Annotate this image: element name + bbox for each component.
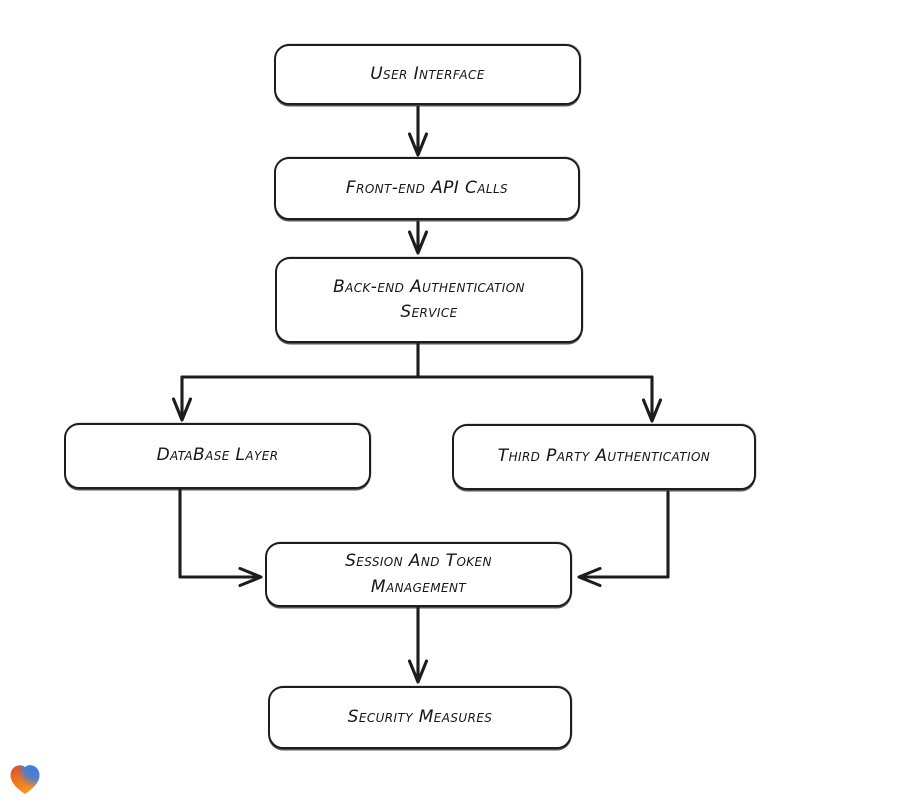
- node-back-end-authentication-service-label: Back-end Authentication Service: [333, 276, 525, 323]
- heart-icon: [10, 765, 40, 794]
- node-database-layer-label: DataBase Layer: [156, 445, 279, 466]
- edge-front-end-api-calls-to-back-end-authentication: [407, 220, 429, 255]
- node-database-layer[interactable]: DataBase Layer: [64, 423, 371, 489]
- edge-user-interface-to-front-end-api-calls: [407, 105, 429, 157]
- node-front-end-api-calls[interactable]: Front-end API Calls: [274, 157, 580, 220]
- node-session-and-token-management[interactable]: Session And Token Management: [265, 542, 572, 607]
- node-user-interface[interactable]: User Interface: [274, 44, 581, 105]
- node-user-interface-label: User Interface: [370, 63, 485, 84]
- edge-database-layer-to-session-management: [178, 488, 263, 588]
- edge-third-party-auth-to-session-management: [577, 490, 670, 588]
- heart-logo[interactable]: [6, 760, 44, 798]
- node-front-end-api-calls-label: Front-end API Calls: [345, 177, 509, 198]
- node-third-party-authentication[interactable]: Third Party Authentication: [452, 424, 756, 490]
- node-third-party-authentication-label: Third Party Authentication: [497, 446, 711, 467]
- node-security-measures[interactable]: Security Measures: [268, 686, 572, 749]
- node-security-measures-label: Security Measures: [347, 706, 493, 727]
- edge-session-management-to-security-measures: [407, 606, 429, 684]
- node-back-end-authentication-service[interactable]: Back-end Authentication Service: [275, 257, 583, 343]
- node-session-and-token-management-label: Session And Token Management: [345, 551, 492, 597]
- edge-back-end-authentication-branch: [171, 342, 663, 423]
